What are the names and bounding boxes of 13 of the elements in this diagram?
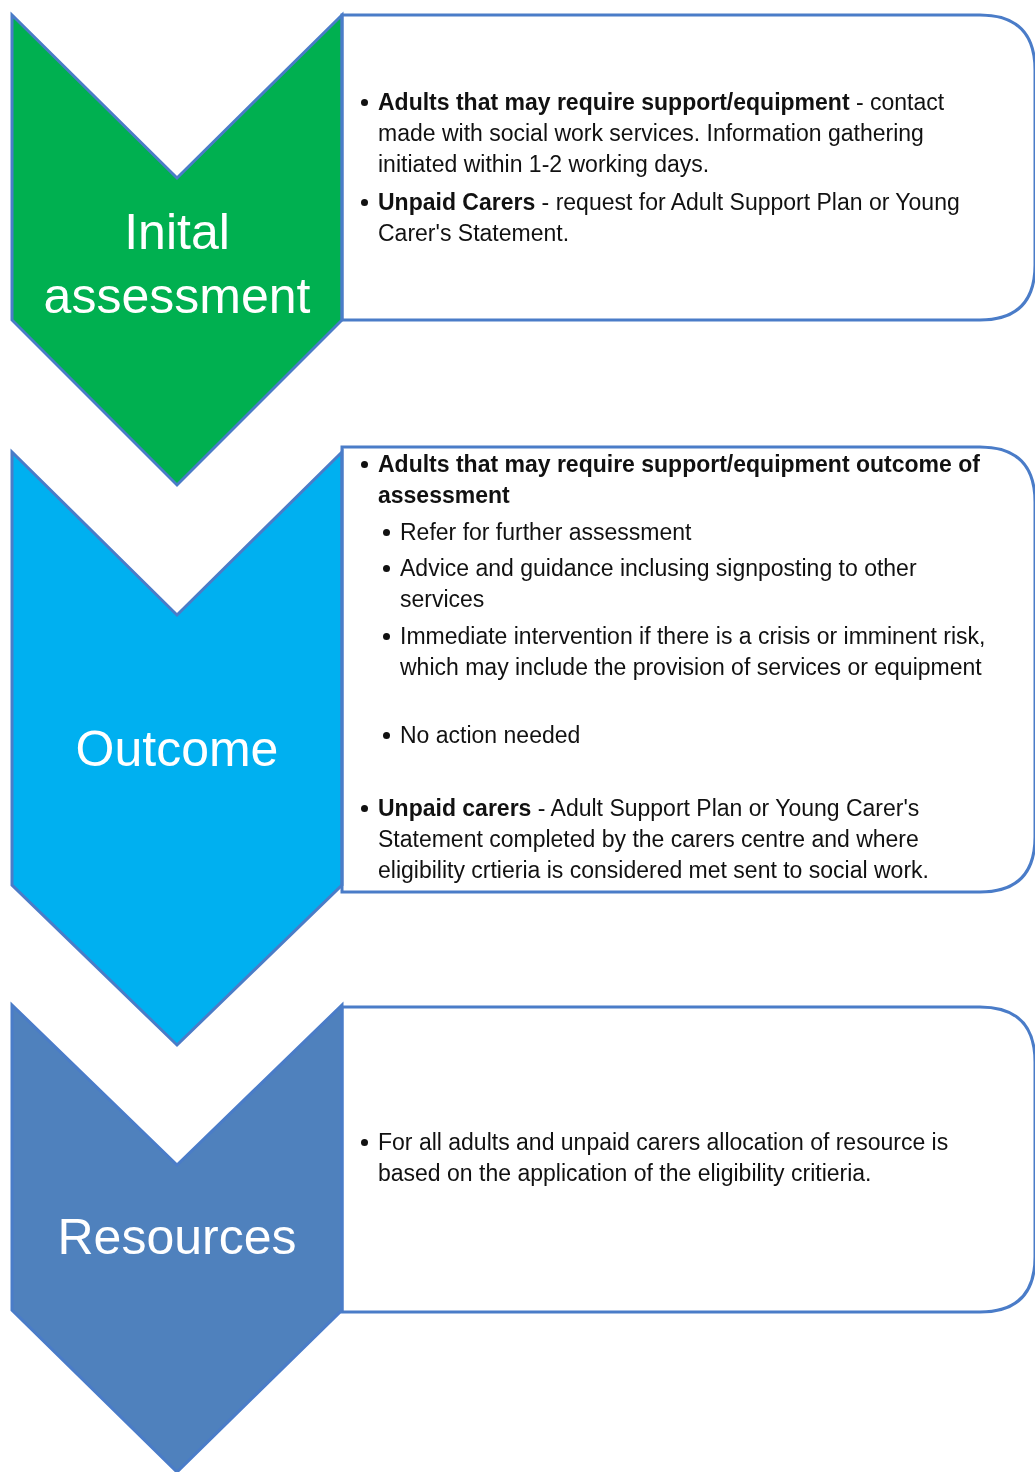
bullet-text: For all adults and unpaid carers allocation of resource is based on the application of the eligibility critieria. [378, 1128, 950, 1188]
step-title: Outcome [74, 720, 280, 779]
text-panel [342, 447, 1035, 892]
text-panel [342, 15, 1035, 320]
bullet-text: Unpaid Carers - request for Adult Support Plan or Young Carer's Statement. [378, 188, 961, 248]
bullet-text: Immediate intervention if there is a crisis or imminent risk, which may include the provision of services or equipment [400, 622, 987, 682]
bullet-text: Refer for further assessment [400, 518, 693, 547]
bullet-text: Unpaid carers - Adult Support Plan or Young Carer's Statement completed by the carers centre and where eligibility crtieria is considered met sent to social work. [378, 794, 930, 885]
text-panel [342, 1007, 1035, 1312]
bullet-text: Advice and guidance inclusing signposting to other services [400, 554, 918, 614]
bullet-text: Adults that may require support/equipment - contact made with social work services. Information gathering initiated within 1-2 working days. [378, 88, 946, 179]
bullet-text: Adults that may require support/equipment outcome of assessment [378, 450, 981, 510]
bullet-text: No action needed [400, 721, 582, 750]
